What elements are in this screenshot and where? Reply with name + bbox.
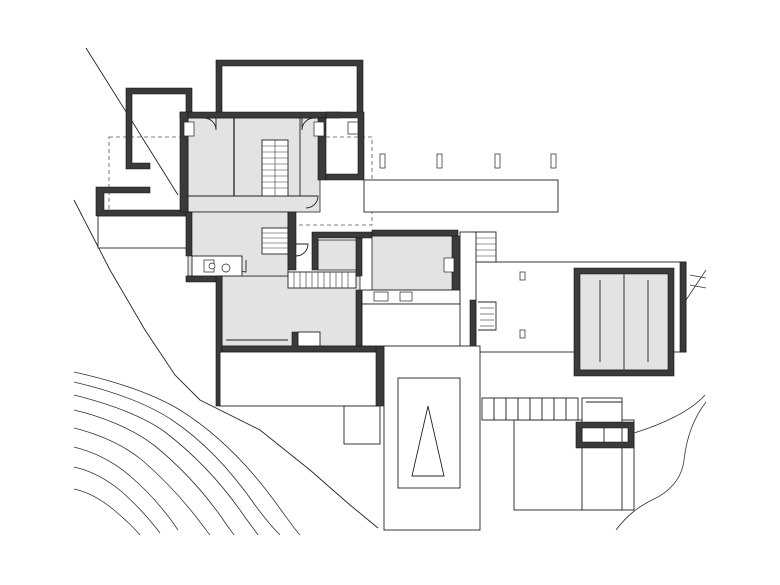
canopy-slab <box>363 179 559 213</box>
middle-room-wall-2 <box>355 237 363 277</box>
service-room <box>361 303 473 347</box>
north-block <box>215 59 364 115</box>
carport-slab <box>397 377 461 489</box>
porch-ramp <box>478 301 497 331</box>
terrain-line-right-5 <box>685 269 707 301</box>
shed-wall <box>575 421 635 449</box>
annex-ne-niche <box>347 121 359 135</box>
canopy-post-3 <box>494 153 501 169</box>
service-room-wall <box>469 299 477 353</box>
lower-stair <box>261 227 289 255</box>
porch-step-stair <box>475 231 497 263</box>
corridor-wall-mid <box>287 211 297 271</box>
terrain-line-right-4 <box>689 284 707 289</box>
shed-zone <box>581 397 623 511</box>
contour-line-2 <box>73 381 281 536</box>
annex-ne-wall <box>325 111 365 181</box>
contour-line-1 <box>73 371 301 536</box>
pavilion-east-wall <box>679 261 687 353</box>
main-stair <box>261 139 289 197</box>
porch-post-1 <box>519 271 526 281</box>
contour-line-8 <box>73 488 141 536</box>
column-ne <box>313 121 325 137</box>
lower-stair-outline <box>261 227 289 255</box>
lower-terrace <box>219 351 381 407</box>
canopy-post-4 <box>550 153 557 169</box>
terrain-line-right-2 <box>615 401 707 531</box>
carport-arrow <box>411 405 445 477</box>
north-block-wall <box>215 59 364 115</box>
west-wing-terrace <box>97 215 189 249</box>
living-bench <box>297 331 321 347</box>
garden-area <box>481 397 635 511</box>
main-hall-wall-north <box>179 111 341 119</box>
contour-line-7 <box>73 466 161 534</box>
contour-line-4 <box>73 409 235 536</box>
kitchen-appliance <box>443 257 455 273</box>
terrain-line-right-1 <box>633 394 706 434</box>
door-swing-1 <box>203 117 217 131</box>
contour-line-3 <box>73 394 259 536</box>
kitchen-hob <box>399 291 413 302</box>
kitchen-floor <box>371 235 457 291</box>
contour-line-5 <box>73 427 211 536</box>
middle-stair-outline <box>287 271 357 289</box>
bath-block <box>191 255 243 277</box>
porch-post-2 <box>519 329 526 339</box>
washbasin-1 <box>221 263 231 273</box>
roof-outline-west <box>108 136 373 226</box>
middle-room-floor <box>317 239 359 271</box>
middle-stair <box>287 271 357 289</box>
kitchen-wall-north <box>371 229 459 237</box>
middle-door-swing <box>295 243 309 257</box>
west-wing <box>95 87 193 249</box>
east-pavilion <box>475 231 687 377</box>
west-wing-wall-outer <box>125 87 193 170</box>
corridor-wall-west <box>185 211 193 257</box>
pavilion-wall <box>573 267 675 377</box>
terrain-line-right-3 <box>689 274 707 279</box>
canopy-post-1 <box>379 153 386 169</box>
site-boundary-diagonal <box>73 199 379 529</box>
washbasin-2 <box>208 262 216 270</box>
canopy <box>363 153 559 213</box>
parking-bays <box>481 397 579 421</box>
site-terrain <box>73 47 707 536</box>
gate-box <box>343 405 381 445</box>
driveway <box>343 345 481 531</box>
kitchen-sink <box>373 291 389 302</box>
door-swing-2 <box>301 117 315 131</box>
canopy-post-2 <box>436 153 443 169</box>
door-swing-3 <box>305 195 319 209</box>
column-nw <box>183 121 195 137</box>
terrace-wall-east <box>375 345 385 407</box>
contour-line-6 <box>73 446 179 531</box>
west-wing-wall-lower <box>95 186 189 217</box>
middle-section <box>287 211 479 353</box>
living-wall-east <box>355 289 363 347</box>
